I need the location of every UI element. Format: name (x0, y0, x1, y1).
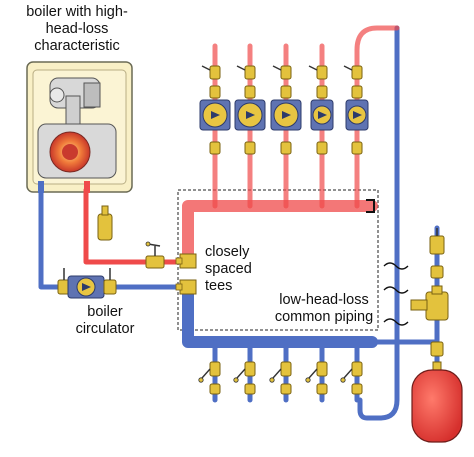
zone-isolation-valve-icon (343, 65, 363, 80)
boiler (26, 61, 133, 193)
circulator-label: boiler circulator (60, 304, 150, 338)
zone-circulator-icon (234, 85, 266, 155)
zone-return-valves (198, 361, 363, 395)
tees-label-line-2: spaced (205, 261, 252, 277)
zone-return-valve-icon (305, 361, 328, 395)
zone-isolation-valve-icon (272, 65, 292, 80)
zone-circulators (199, 85, 369, 155)
common-piping-label-line-1: low-head-loss (279, 292, 369, 308)
zone-isolation-valve-icon (201, 65, 221, 80)
header-end-cap (366, 199, 375, 213)
tees-label-line-3: tees (205, 278, 233, 294)
boiler-label-line-2: head-loss (45, 21, 109, 37)
zone-return-valve-icon (269, 361, 292, 395)
air-separator-icon (97, 205, 113, 241)
boiler-label: boiler with high- head-loss characterist… (0, 4, 154, 55)
zone-top-valves (201, 65, 363, 80)
common-piping-label: low-head-loss common piping (262, 292, 386, 326)
tees-label-line-1: closely (205, 244, 250, 260)
expansion-tank-icon (411, 361, 463, 443)
zone-isolation-valve-icon (308, 65, 328, 80)
pipe-break-icon (383, 262, 409, 326)
makeup-water-assembly (410, 228, 449, 357)
zone-circulator-icon (310, 85, 334, 155)
zone-isolation-valve-icon (236, 65, 256, 80)
boiler-label-line-1: boiler with high- (26, 4, 128, 20)
circulator-label-line-2: circulator (75, 321, 135, 337)
tees-label: closely spaced tees (205, 244, 252, 295)
zone-circulator-icon (199, 85, 231, 155)
common-piping-label-line-2: common piping (274, 309, 374, 325)
boiler-supply-valve-icon (145, 241, 165, 269)
closely-spaced-tees (175, 253, 197, 295)
zone-return-valve-icon (233, 361, 256, 395)
zone-return-valve-icon (198, 361, 221, 395)
zone-circulator-icon (345, 85, 369, 155)
zone-circulator-icon (270, 85, 302, 155)
boiler-circulator-icon (57, 268, 117, 299)
circulator-label-line-1: boiler (87, 304, 123, 320)
boiler-label-line-3: characteristic (34, 38, 120, 54)
zone-return-valve-icon (340, 361, 363, 395)
